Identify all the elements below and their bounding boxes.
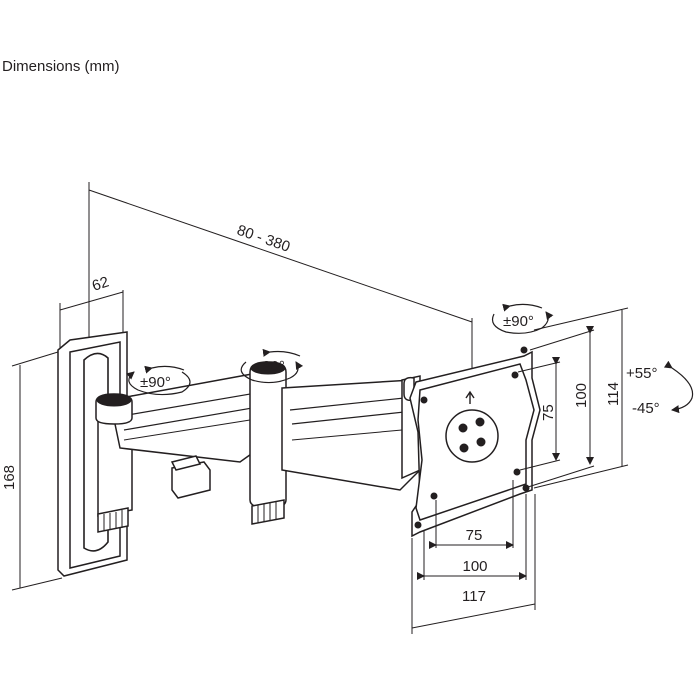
arm-segment-2	[281, 379, 421, 491]
plate-height-label: 114	[605, 382, 622, 406]
reach-dimension: 80 - 380	[88, 182, 473, 378]
tilt-indicator: +55° -45°	[626, 360, 694, 417]
vesa-plate	[409, 346, 541, 538]
wall-swivel-indicator: ±90°	[126, 365, 191, 396]
cable-clip	[170, 455, 211, 499]
vesa-outer-v-label: 100	[573, 383, 590, 408]
wall-swivel-label: ±90°	[140, 374, 171, 391]
height-dimension: 168	[1, 351, 63, 591]
tilt-up-label: +55°	[626, 365, 657, 382]
head-swivel-indicator: ±90°	[491, 303, 554, 334]
vesa-outer-h-label: 100	[462, 558, 487, 575]
vesa-inner-v-label: 75	[540, 404, 557, 421]
elbow-swivel-label: ±90°	[254, 358, 285, 375]
plate-width-label: 117	[462, 588, 486, 605]
depth-dimension: 62	[59, 273, 124, 350]
elbow-swivel-indicator: ±90°	[240, 348, 304, 384]
plate-vertical-dimensions: 75 100 114	[517, 307, 629, 489]
depth-label: 62	[90, 273, 111, 294]
wall-plate	[57, 331, 133, 577]
vesa-inner-h-label: 75	[466, 527, 483, 544]
elbow-joint	[249, 361, 287, 525]
head-swivel-label: ±90°	[503, 313, 534, 330]
height-label: 168	[1, 465, 18, 490]
plate-horizontal-dimensions: 75 100 117	[411, 480, 536, 634]
tilt-down-label: -45°	[632, 400, 660, 417]
diagram-title: Dimensions (mm)	[2, 58, 120, 75]
wall-knob	[97, 507, 129, 533]
